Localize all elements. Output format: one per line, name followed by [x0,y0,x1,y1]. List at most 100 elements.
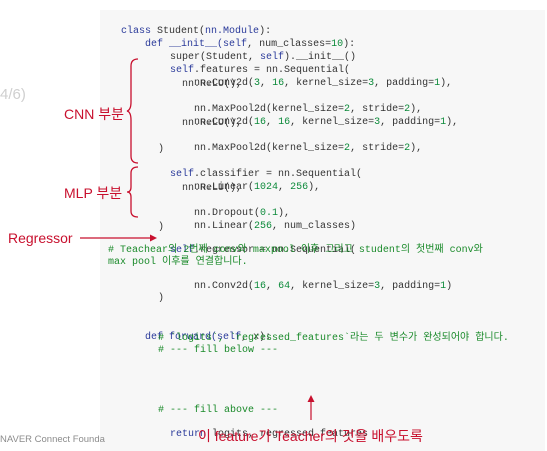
number: 1 [440,117,447,128]
code-line-features: self.features = nn.Sequential( [158,53,350,77]
number: 3 [254,78,261,89]
number: 256 [290,182,309,193]
code-text: nn.Conv2d( [194,117,255,128]
code-text: ), [278,208,291,219]
code-line-close1: ) [158,144,164,156]
keyword: class [121,26,152,37]
code-text: logits, regressed_features [206,429,369,440]
code-text: .features = nn.Sequential( [194,65,351,76]
code-text: , kernel_size= [290,281,375,292]
code-text: nn.ReLU(), [182,183,243,194]
number: 1024 [254,182,279,193]
mlp-brace [126,166,139,218]
code-text: nn.MaxPool2d(kernel_size= [194,143,345,154]
regressor-arrow-icon [80,234,157,242]
number: 3 [368,78,375,89]
code-text: , [278,182,291,193]
number: 16 [254,117,267,128]
code-text: nn.ReLU(), [182,79,243,90]
keyword: self [170,65,195,76]
keyword: def [145,39,164,50]
keyword: self [170,245,195,256]
code-text: ) [158,144,165,155]
footer-text: NAVER Connect Founda [0,434,105,445]
number: 16 [254,281,267,292]
keyword: self [217,332,242,343]
code-text: nn.ReLU(), [182,118,243,129]
code-text: ) [158,293,165,304]
number: 3 [374,281,381,292]
code-text: ): [343,39,356,50]
code-text: , num_classes= [247,39,332,50]
code-text: , [266,117,279,128]
slide-page-number: 4/6) [0,86,26,103]
keyword: def [145,332,164,343]
code-text: nn.Dropout( [194,208,261,219]
code-comment-regressor-1: # Teachear의 2번째 conv와 maxpool 이후 그리고 stu… [108,245,483,256]
annotation-cnn-label: CNN 부분 [64,106,124,122]
keyword: self [170,169,195,180]
code-line-init: def __init__(self, num_classes=10): [133,27,355,51]
code-text: .regressor = nn.Sequential( [194,245,357,256]
code-text: , padding= [380,281,441,292]
code-text: nn.Module [205,26,260,37]
number: 0.1 [260,208,279,219]
code-text: nn.MaxPool2d(kernel_size= [194,104,345,115]
keyword: self [260,52,285,63]
number: 10 [331,39,344,50]
annotation-bottom-note: 이 feature가 Teacher의 것을 배우도록 [198,428,423,444]
number: 3 [374,117,381,128]
code-text: nn.Conv2d( [194,281,255,292]
code-line-forward: def forward(self, x): [133,320,271,344]
number: 2 [404,143,411,154]
code-text: , [260,78,273,89]
code-line-relu2: nn.ReLU(), [182,118,242,130]
cnn-brace [126,58,139,164]
code-line-linear1: nn.Linear(1024, 256), [182,170,320,194]
code-text: , x): [241,332,272,343]
up-arrow-icon [307,395,315,420]
code-comment-fill-above: # --- fill above --- [158,405,279,416]
keyword: return [170,429,207,440]
code-line-linear2: nn.Linear(256, num_classes) [182,209,356,233]
code-text: ), [308,182,321,193]
code-text: , padding= [374,78,435,89]
number: 256 [254,221,273,232]
code-text: super(Student, [170,52,261,63]
code-text: nn.Conv2d( [194,78,255,89]
code-text: , kernel_size= [284,78,369,89]
code-line-return: return logits, regressed_features [158,417,368,441]
annotation-mlp-label: MLP 부분 [64,185,123,201]
number: 2 [344,143,351,154]
code-text: , stride= [350,143,405,154]
number: 64 [278,281,291,292]
code-text: ), [410,104,423,115]
number: 16 [278,117,291,128]
code-line-conv1: nn.Conv2d(3, 16, kernel_size=3, padding=… [182,66,452,90]
code-comment-forward: # `logits`, `regressed_features`라는 두 변수가… [158,333,509,344]
code-text: ), [446,117,459,128]
code-text: ), [410,143,423,154]
code-line-close2: ) [158,222,164,234]
code-line-dropout: nn.Dropout(0.1), [182,196,290,220]
code-line-conv-regressor: nn.Conv2d(16, 64, kernel_size=3, padding… [182,269,452,293]
code-text: , stride= [350,104,405,115]
code-text: ) [446,281,453,292]
code-text: forward( [163,332,218,343]
code-line-regressor: self.regressor = nn.Sequential( [158,233,356,257]
code-text: ): [259,26,272,37]
code-line-conv2: nn.Conv2d(16, 16, kernel_size=3, padding… [182,105,458,129]
code-comment-fill-below: # --- fill below --- [158,345,279,356]
annotation-regressor-label: Regressor [8,230,73,246]
code-text: ) [158,222,165,233]
code-line-relu1: nn.ReLU(), [182,79,242,91]
code-text: ), [440,78,453,89]
keyword: self [223,39,248,50]
code-text: Student( [151,26,206,37]
code-line-pool2: nn.MaxPool2d(kernel_size=2, stride=2), [182,131,422,155]
number: 2 [344,104,351,115]
code-text: .classifier = nn.Sequential( [194,169,363,180]
number: 1 [434,78,441,89]
code-text: , num_classes) [272,221,357,232]
code-panel [100,10,545,451]
